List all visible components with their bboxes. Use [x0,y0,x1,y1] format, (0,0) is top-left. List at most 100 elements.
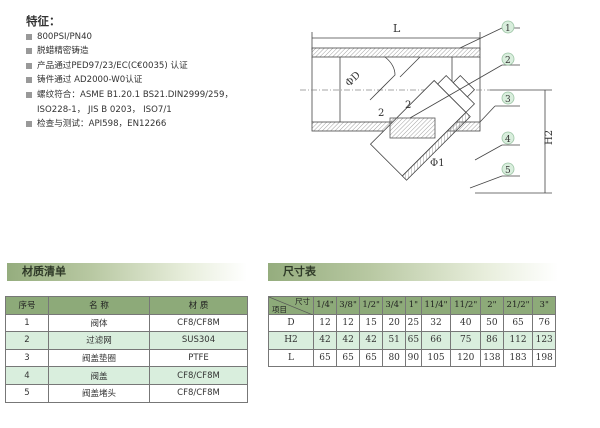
cell: 76 [532,313,556,332]
bullet-icon [26,121,32,128]
cell: 75 [450,331,482,350]
feature-item: 800PSI/PN40 [26,30,233,45]
cell: 32 [420,313,452,332]
svg-text:5: 5 [505,166,511,176]
cell: 42 [336,331,361,350]
cell: 65 [336,348,361,367]
cell: 阀盖垫圈 [48,348,150,368]
table-header: 尺寸 项目 1/4"3/8"1/2"3/4"1"11/4"11/2"2"21/2… [268,296,556,315]
row-label: L [268,348,314,367]
svg-text:3: 3 [505,95,511,105]
bullet-icon [26,48,32,55]
feature-continuation: ISO228-1， JIS B 0203， ISO7/1 [37,104,172,115]
dim-L-label: L [393,22,401,35]
feature-text: 检查与测试：API598，EN12266 [37,119,167,130]
cell: 112 [502,331,534,350]
callout-5: 5 [469,162,520,189]
callout-2: 2 [409,52,520,119]
cell: 过滤网 [48,331,150,350]
size-header: 1/4" [312,296,338,315]
size-header: 11/4" [420,296,452,315]
cell: SUS304 [149,331,248,350]
cell: 12 [336,313,361,332]
callout-4: 4 [474,131,520,161]
cell: 86 [480,331,504,350]
cell: 4 [5,366,49,385]
cell: 120 [450,348,482,367]
cell: 80 [382,348,407,367]
sizes-banner: 尺寸表 [268,263,558,281]
callout-1: 1 [459,20,520,49]
y-strainer-drawing: L ΦD 2 2 Φ1 H2 1 2 3 4 5 [300,20,555,194]
size-header: 3/4" [382,296,407,315]
feature-item: 铸件通过 AD2000-W0认证 [26,73,233,88]
bullet-icon [26,62,32,69]
svg-text:4: 4 [505,135,511,145]
col-header: 材 质 [149,296,248,315]
feature-item: 脱蜡精密铸造 [26,44,233,59]
cell: 65 [312,348,338,367]
cell: 51 [382,331,407,350]
col-header: 名 称 [48,296,150,315]
cell: 20 [382,313,407,332]
cell: 65 [502,313,534,332]
callout-3: 3 [479,91,520,123]
cell: 198 [532,348,556,367]
feature-text: 产品通过PED97/23/EC(C€0035) 认证 [37,60,188,71]
svg-text:2: 2 [505,56,511,66]
cell: 3 [5,348,49,368]
size-header: 11/2" [450,296,482,315]
cell: 50 [480,313,504,332]
cell: 138 [480,348,504,367]
cell: 阀盖 [48,366,150,385]
cell: 90 [405,348,422,367]
mesh-dim-a: 2 [405,100,411,111]
cell: CF8/CF8M [149,366,248,385]
mesh-dim-b: 2 [378,108,384,119]
cell: 65 [359,348,384,367]
table-header: 序号 名 称 材 质 [5,296,248,315]
bullet-icon [26,33,32,40]
size-header: 2" [480,296,504,315]
cell: 40 [450,313,482,332]
feature-item: 产品通过PED97/23/EC(C€0035) 认证 [26,59,233,74]
size-header: 1/2" [359,296,384,315]
cell: CF8/CF8M [149,313,248,333]
feature-text: 螺纹符合：ASME B1.20.1 BS21.DIN2999/259， [37,89,234,100]
dim-phi1-label: Φ1 [430,158,445,169]
size-header: 3" [532,296,556,315]
feature-text: 800PSI/PN40 [37,31,93,42]
corner-bottom: 项目 [272,304,287,314]
cell: 25 [405,313,422,332]
cell: 阀盖堵头 [48,383,150,403]
cell: 65 [405,331,422,350]
cell: 15 [359,313,384,332]
cell: 2 [5,331,49,350]
corner-top: 尺寸 [295,297,310,306]
cell: 阀体 [48,313,150,333]
features-section: 特征： 800PSI/PN40 脱蜡精密铸造 产品通过PED97/23/EC(C… [26,14,233,132]
size-header: 1" [405,296,422,315]
corner-header: 尺寸 项目 [268,296,314,315]
feature-item: 检查与测试：API598，EN12266 [26,117,233,132]
svg-text:1: 1 [505,24,511,34]
features-title: 特征： [26,14,61,28]
cell: PTFE [149,348,248,368]
feature-text: 脱蜡精密铸造 [37,46,89,57]
row-label: D [268,313,314,332]
bullet-icon [26,77,32,84]
cell: 1 [5,313,49,333]
cell: 183 [502,348,534,367]
cell: 105 [420,348,452,367]
cell: 123 [532,331,556,350]
size-header: 3/8" [336,296,361,315]
dim-D-label: ΦD [344,70,363,89]
